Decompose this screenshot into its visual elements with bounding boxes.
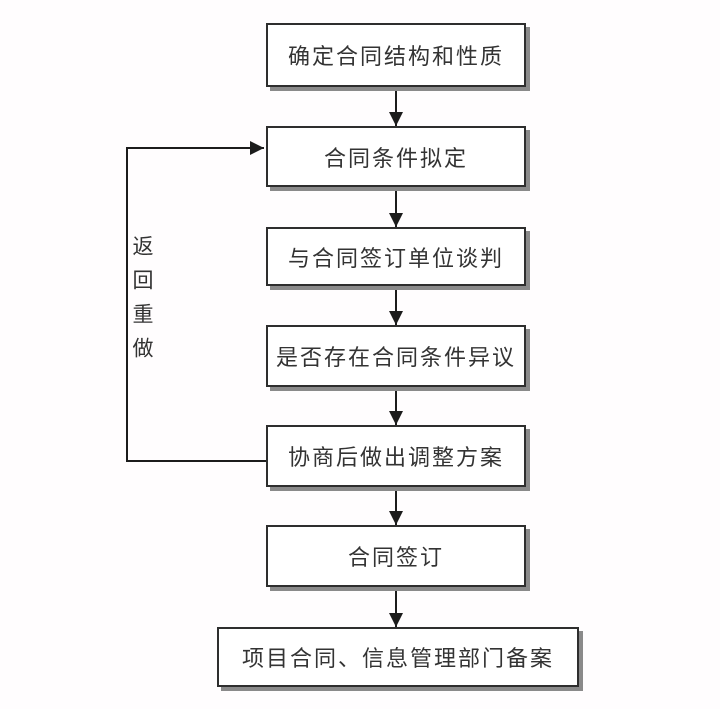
node-label: 合同签订 [347,545,444,570]
node-draft-contract-terms: 合同条件拟定 [266,126,526,187]
node-label: 确定合同结构和性质 [287,44,504,69]
node-label: 是否存在合同条件异议 [275,345,516,370]
node-contract-signing: 合同签订 [266,525,526,587]
loop-arrow-redo [126,141,266,462]
loop-label-return-redo: 返回重做 [130,235,154,371]
node-negotiate-with-signing-unit: 与合同签订单位谈判 [266,227,526,286]
node-label: 项目合同、信息管理部门备案 [241,646,554,671]
node-check-term-objections: 是否存在合同条件异议 [266,325,526,387]
node-adjustment-plan-after-negotiation: 协商后做出调整方案 [266,425,526,487]
node-determine-contract-structure: 确定合同结构和性质 [266,23,526,87]
node-label: 与合同签订单位谈判 [287,245,504,271]
node-label: 协商后做出调整方案 [287,445,504,470]
node-filing-with-management-departments: 项目合同、信息管理部门备案 [217,627,579,687]
node-label: 合同条件拟定 [323,145,468,171]
